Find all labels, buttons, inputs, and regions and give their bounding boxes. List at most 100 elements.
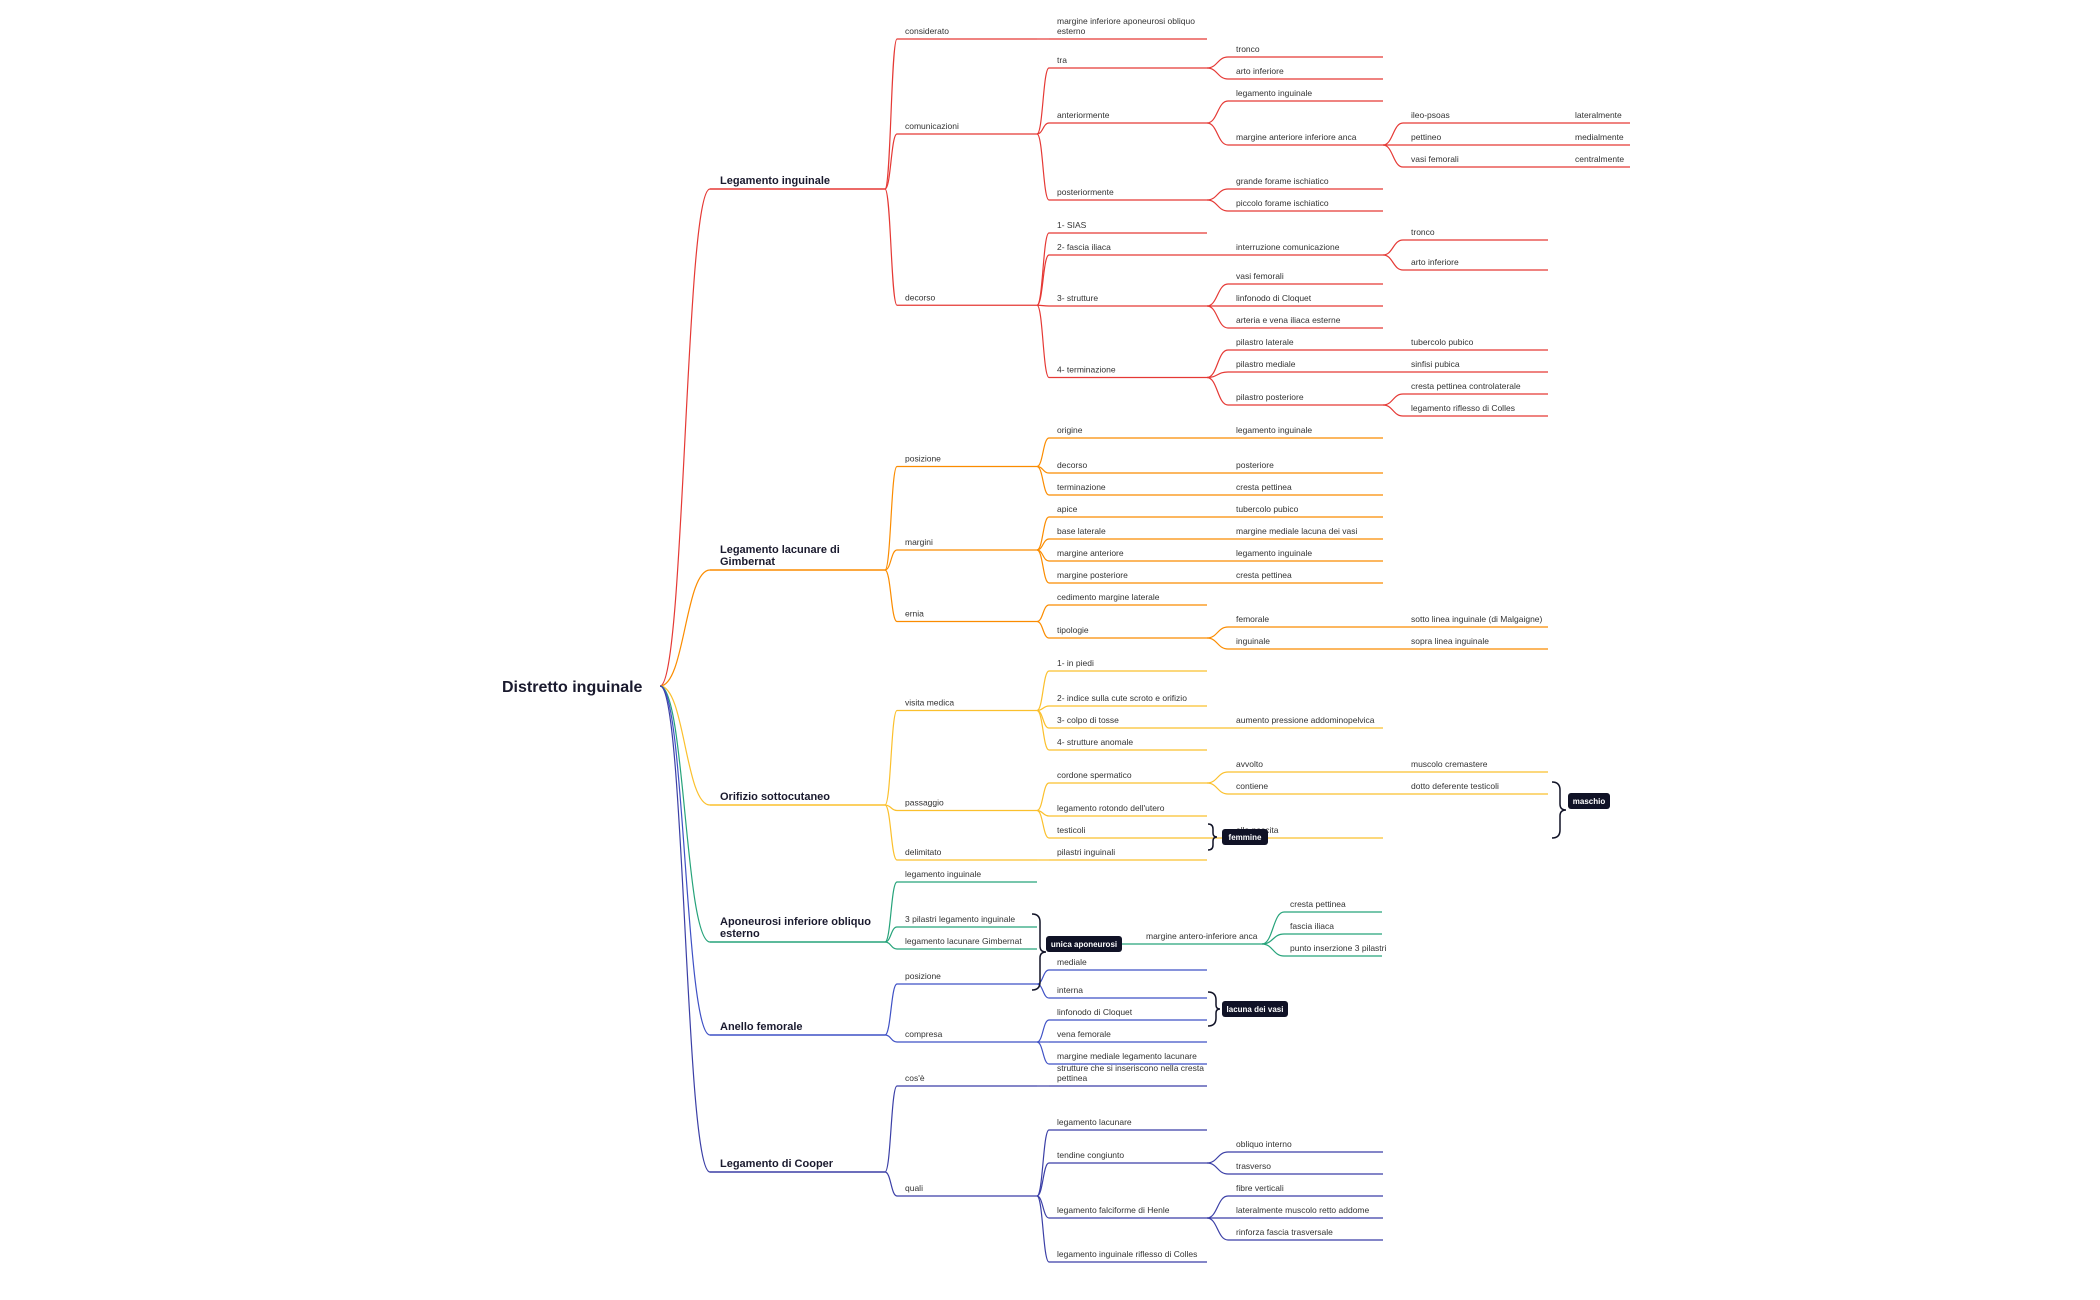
node-legamento-lacunare-gimbernat[interactable]: legamento lacunare Gimbernat <box>905 936 1022 946</box>
node-fascia-iliaca[interactable]: fascia iliaca <box>1290 921 1334 931</box>
node-sotto-linea-inguinale-di-malgaigne[interactable]: sotto linea inguinale (di Malgaigne) <box>1411 614 1543 624</box>
node-margine-anteriore-inferiore-anca[interactable]: margine anteriore inferiore anca <box>1236 132 1357 142</box>
node-interruzione-comunicazione[interactable]: interruzione comunicazione <box>1236 242 1340 252</box>
node-arto-inferiore[interactable]: arto inferiore <box>1236 66 1284 76</box>
node-1-in-piedi[interactable]: 1- in piedi <box>1057 658 1094 668</box>
node-vasi-femorali[interactable]: vasi femorali <box>1411 154 1459 164</box>
node-cresta-pettinea-controlaterale[interactable]: cresta pettinea controlaterale <box>1411 381 1521 391</box>
node-femorale[interactable]: femorale <box>1236 614 1269 624</box>
node-visita-medica[interactable]: visita medica <box>905 698 954 708</box>
node-anteriormente[interactable]: anteriormente <box>1057 110 1110 120</box>
node-sopra-linea-inguinale[interactable]: sopra linea inguinale <box>1411 636 1489 646</box>
node-3-pilastri-legamento-inguinale[interactable]: 3 pilastri legamento inguinale <box>905 914 1015 924</box>
node-1-sias[interactable]: 1- SIAS <box>1057 220 1087 230</box>
node-legamento-riflesso-di-colles[interactable]: legamento riflesso di Colles <box>1411 403 1515 413</box>
node-posteriormente[interactable]: posteriormente <box>1057 187 1114 197</box>
node-legamento-inguinale[interactable]: legamento inguinale <box>1236 425 1312 435</box>
node-aumento-pressione-addominopelvica[interactable]: aumento pressione addominopelvica <box>1236 715 1375 725</box>
node-sinfisi-pubica[interactable]: sinfisi pubica <box>1411 359 1460 369</box>
node-tronco[interactable]: tronco <box>1411 227 1435 237</box>
node-decorso[interactable]: decorso <box>905 292 936 302</box>
node-pettineo[interactable]: pettineo <box>1411 132 1442 142</box>
node-cresta-pettinea[interactable]: cresta pettinea <box>1236 570 1292 580</box>
node-2-fascia-iliaca[interactable]: 2- fascia iliaca <box>1057 242 1111 252</box>
node-contiene[interactable]: contiene <box>1236 781 1268 791</box>
summary-unica-aponeurosi[interactable]: unica aponeurosi <box>1051 940 1117 949</box>
node-avvolto[interactable]: avvolto <box>1236 759 1263 769</box>
node-centralmente[interactable]: centralmente <box>1575 154 1624 164</box>
branch-legamento-di-cooper[interactable]: Legamento di Cooper <box>720 1158 834 1170</box>
node-margine-antero-inferiore-anca[interactable]: margine antero-inferiore anca <box>1146 931 1258 941</box>
node-pilastri-inguinali[interactable]: pilastri inguinali <box>1057 847 1115 857</box>
node-arteria-e-vena-iliaca-esterne[interactable]: arteria e vena iliaca esterne <box>1236 315 1341 325</box>
node-linfonodo-di-cloquet[interactable]: linfonodo di Cloquet <box>1236 293 1312 303</box>
node-testicoli[interactable]: testicoli <box>1057 825 1085 835</box>
node-decorso[interactable]: decorso <box>1057 460 1088 470</box>
node-legamento-inguinale-riflesso-di-colles[interactable]: legamento inguinale riflesso di Colles <box>1057 1249 1197 1259</box>
node-grande-forame-ischiatico[interactable]: grande forame ischiatico <box>1236 176 1329 186</box>
node-cresta-pettinea[interactable]: cresta pettinea <box>1290 899 1346 909</box>
node-posteriore[interactable]: posteriore <box>1236 460 1274 470</box>
node-margine-anteriore[interactable]: margine anteriore <box>1057 548 1124 558</box>
node-vasi-femorali[interactable]: vasi femorali <box>1236 271 1284 281</box>
node-compresa[interactable]: compresa <box>905 1029 943 1039</box>
node-legamento-lacunare[interactable]: legamento lacunare <box>1057 1117 1132 1127</box>
node-lateralmente[interactable]: lateralmente <box>1575 110 1622 120</box>
node-lateralmente-muscolo-retto-addome[interactable]: lateralmente muscolo retto addome <box>1236 1205 1370 1215</box>
node-muscolo-cremastere[interactable]: muscolo cremastere <box>1411 759 1488 769</box>
node-margine-mediale-lacuna-dei-vasi[interactable]: margine mediale lacuna dei vasi <box>1236 526 1358 536</box>
node-base-laterale[interactable]: base laterale <box>1057 526 1106 536</box>
node-legamento-falciforme-di-henle[interactable]: legamento falciforme di Henle <box>1057 1205 1170 1215</box>
summary-lacuna-dei-vasi[interactable]: lacuna dei vasi <box>1227 1005 1284 1014</box>
node-inguinale[interactable]: inguinale <box>1236 636 1270 646</box>
node-comunicazioni[interactable]: comunicazioni <box>905 121 959 131</box>
node-legamento-inguinale[interactable]: legamento inguinale <box>1236 88 1312 98</box>
node-margini[interactable]: margini <box>905 537 933 547</box>
node-strutture-che-si-inseriscono-nella-crest[interactable]: strutture che si inseriscono nella crest… <box>1057 1063 1204 1073</box>
node-tubercolo-pubico[interactable]: tubercolo pubico <box>1236 504 1299 514</box>
node-pilastro-posteriore[interactable]: pilastro posteriore <box>1236 392 1304 402</box>
node-arto-inferiore[interactable]: arto inferiore <box>1411 257 1459 267</box>
node-pilastro-laterale[interactable]: pilastro laterale <box>1236 337 1294 347</box>
node-pilastro-mediale[interactable]: pilastro mediale <box>1236 359 1296 369</box>
node-tipologie[interactable]: tipologie <box>1057 625 1089 635</box>
node-tronco[interactable]: tronco <box>1236 44 1260 54</box>
node-obliquo-interno[interactable]: obliquo interno <box>1236 1139 1292 1149</box>
node-mediale[interactable]: mediale <box>1057 957 1087 967</box>
node-tendine-congiunto[interactable]: tendine congiunto <box>1057 1150 1124 1160</box>
node-piccolo-forame-ischiatico[interactable]: piccolo forame ischiatico <box>1236 198 1329 208</box>
node-cos[interactable]: cos'è <box>905 1073 925 1083</box>
node-fibre-verticali[interactable]: fibre verticali <box>1236 1183 1284 1193</box>
branch-legamento-inguinale[interactable]: Legamento inguinale <box>720 175 830 187</box>
branch-orifizio-sottocutaneo[interactable]: Orifizio sottocutaneo <box>720 791 830 803</box>
node-vena-femorale[interactable]: vena femorale <box>1057 1029 1111 1039</box>
node-quali[interactable]: quali <box>905 1183 923 1193</box>
node-margine-posteriore[interactable]: margine posteriore <box>1057 570 1128 580</box>
node-4-strutture-anomale[interactable]: 4- strutture anomale <box>1057 737 1133 747</box>
node-posizione[interactable]: posizione <box>905 454 941 464</box>
node-passaggio[interactable]: passaggio <box>905 798 944 808</box>
node-margine-mediale-legamento-lacunare[interactable]: margine mediale legamento lacunare <box>1057 1051 1197 1061</box>
node-tra[interactable]: tra <box>1057 55 1067 65</box>
node-4-terminazione[interactable]: 4- terminazione <box>1057 365 1116 375</box>
node-2-indice-sulla-cute-scroto-e-orifizio[interactable]: 2- indice sulla cute scroto e orifizio <box>1057 693 1187 703</box>
branch-aponeurosi-inferiore-obliquo[interactable]: Aponeurosi inferiore obliquo <box>720 916 871 928</box>
node-legamento-rotondo-dell-utero[interactable]: legamento rotondo dell'utero <box>1057 803 1165 813</box>
node-delimitato[interactable]: delimitato <box>905 847 942 857</box>
node-considerato[interactable]: considerato <box>905 26 949 36</box>
node-dotto-deferente-testicoli[interactable]: dotto deferente testicoli <box>1411 781 1499 791</box>
node-cordone-spermatico[interactable]: cordone spermatico <box>1057 770 1132 780</box>
node-terminazione[interactable]: terminazione <box>1057 482 1106 492</box>
node-legamento-inguinale[interactable]: legamento inguinale <box>1236 548 1312 558</box>
node-punto-inserzione-3-pilastri[interactable]: punto inserzione 3 pilastri <box>1290 943 1387 953</box>
summary-femmine[interactable]: femmine <box>1229 833 1262 842</box>
node-cedimento-margine-laterale[interactable]: cedimento margine laterale <box>1057 592 1160 602</box>
node-posizione[interactable]: posizione <box>905 971 941 981</box>
node-rinforza-fascia-trasversale[interactable]: rinforza fascia trasversale <box>1236 1227 1333 1237</box>
node-ernia[interactable]: ernia <box>905 609 924 619</box>
node-cresta-pettinea[interactable]: cresta pettinea <box>1236 482 1292 492</box>
node-linfonodo-di-cloquet[interactable]: linfonodo di Cloquet <box>1057 1007 1133 1017</box>
node-trasverso[interactable]: trasverso <box>1236 1161 1271 1171</box>
branch-anello-femorale[interactable]: Anello femorale <box>720 1021 803 1033</box>
node-tubercolo-pubico[interactable]: tubercolo pubico <box>1411 337 1474 347</box>
